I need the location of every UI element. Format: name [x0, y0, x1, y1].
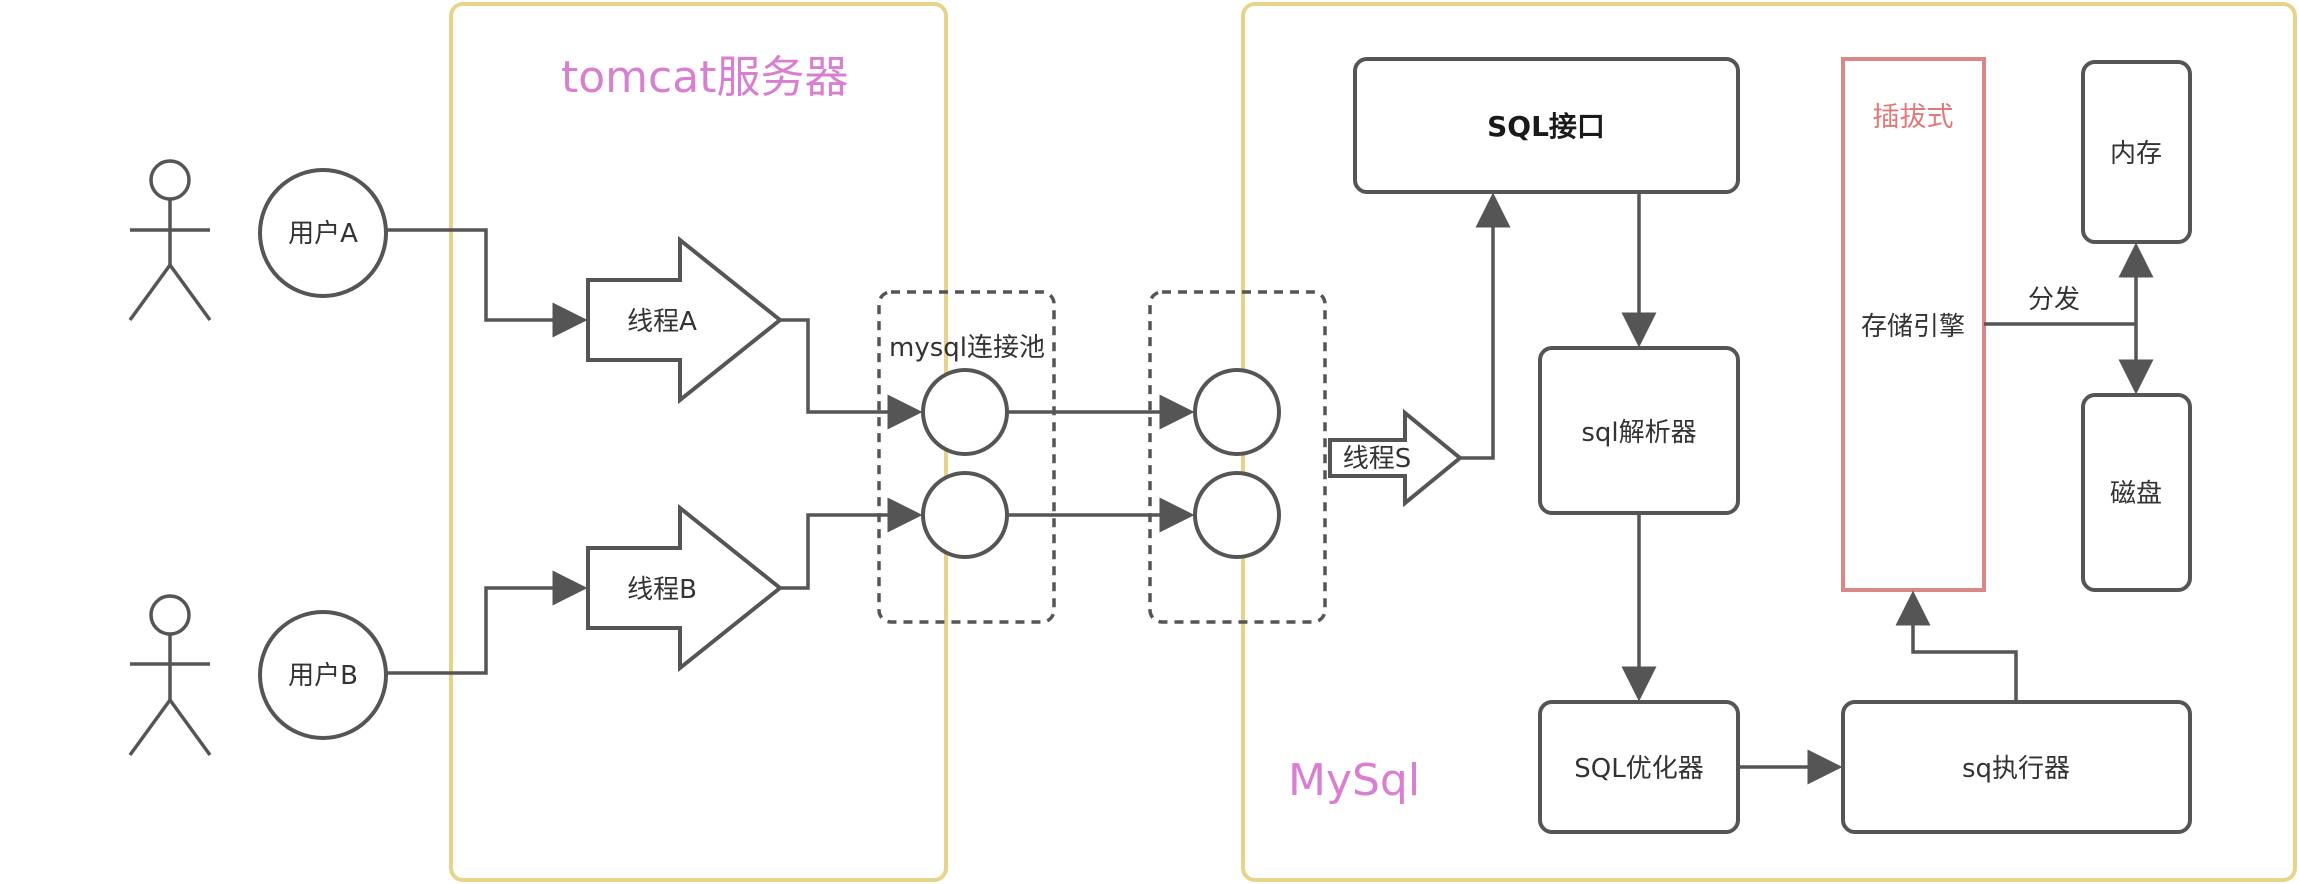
user-b-label: 用户B	[288, 661, 358, 691]
user-a-node	[258, 168, 388, 298]
sql-interface-box	[1353, 57, 1740, 194]
pool-connection-2	[921, 471, 1009, 559]
tomcat-title: tomcat服务器	[561, 52, 848, 103]
memory-label: 内存	[2110, 139, 2162, 169]
connection-pool-label: mysql连接池	[889, 333, 1045, 363]
edge-user-a-to-thread-a	[386, 228, 588, 338]
tomcat-container	[449, 2, 948, 882]
person-icon-b	[128, 594, 212, 757]
thread-b-label: 线程B	[627, 575, 697, 605]
mysql-connection-pool	[877, 290, 1056, 624]
edge-thread-b-to-pool	[780, 497, 923, 590]
thread-a-label: 线程A	[627, 307, 697, 337]
user-b-node	[258, 610, 388, 740]
sql-parser-label: sql解析器	[1581, 418, 1696, 448]
disk-label: 磁盘	[2110, 479, 2162, 509]
thread-s-label: 线程S	[1343, 444, 1412, 474]
sql-executor-label: sq执行器	[1962, 754, 2070, 784]
dispatch-label: 分发	[2028, 285, 2080, 315]
server-connection-2	[1193, 471, 1281, 559]
edge-thread-a-to-pool	[780, 318, 923, 430]
edge-user-b-to-thread-b	[386, 570, 588, 675]
person-icon-a	[128, 159, 212, 322]
thread-b-arrow-shape	[586, 503, 784, 673]
edge-executor-to-storage-engine	[1895, 590, 2018, 702]
thread-s-arrow-shape	[1328, 408, 1464, 508]
server-connection-1	[1193, 368, 1281, 456]
mysql-title: MySql	[1288, 755, 1420, 806]
memory-box	[2081, 60, 2192, 244]
pool-connection-1	[921, 368, 1009, 456]
disk-box	[2081, 393, 2192, 592]
storage-engine-label: 存储引擎	[1861, 312, 1965, 342]
pluggable-label: 插拔式	[1873, 102, 1954, 133]
sql-optimizer-label: SQL优化器	[1574, 754, 1703, 784]
sql-interface-label: SQL接口	[1487, 110, 1605, 143]
thread-a-arrow-shape	[586, 235, 784, 405]
user-a-label: 用户A	[288, 219, 358, 249]
edge-thread-s-to-sql-interface	[1460, 192, 1511, 460]
server-connection-pool	[1148, 290, 1327, 624]
